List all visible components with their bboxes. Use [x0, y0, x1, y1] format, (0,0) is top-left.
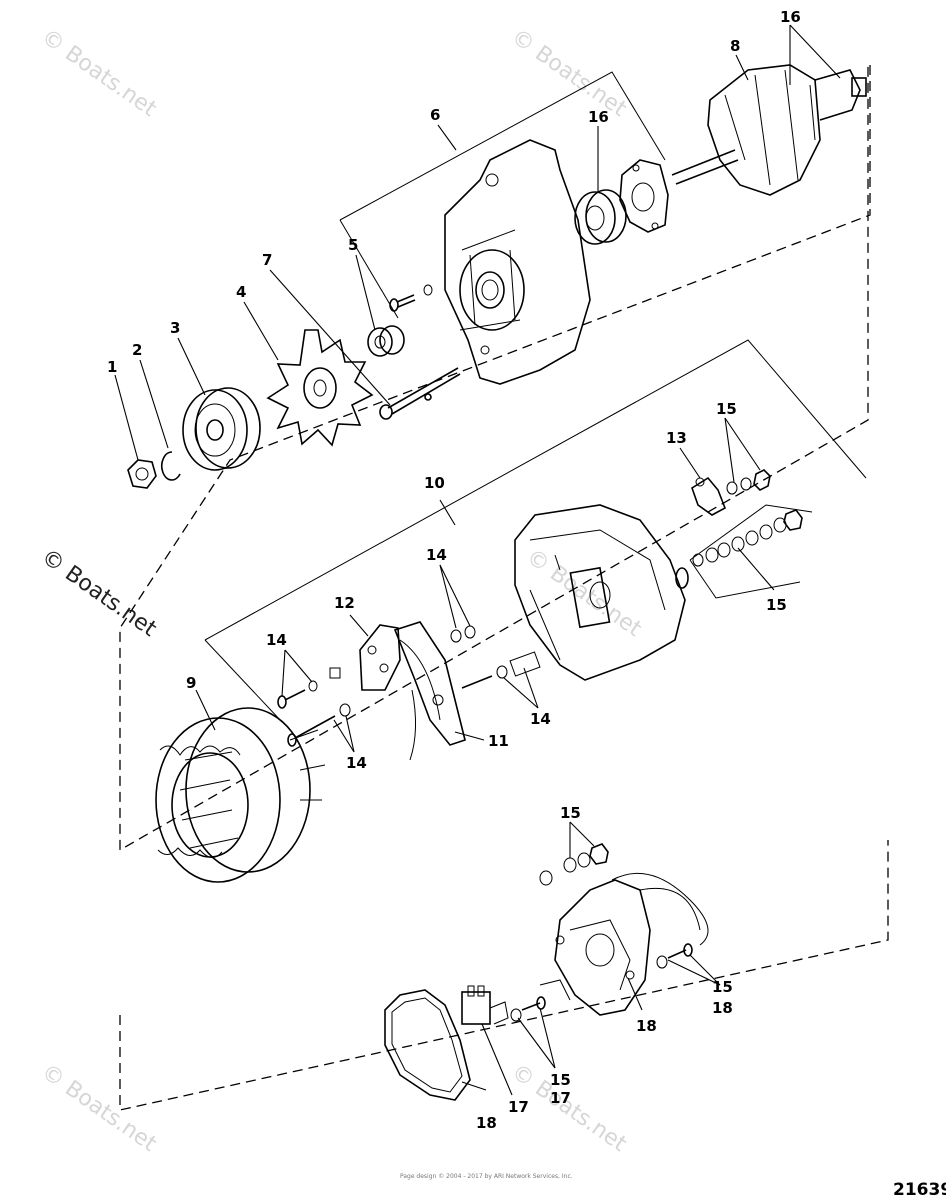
callout-14-c: 14 — [266, 631, 287, 649]
part-bearing — [574, 189, 627, 245]
leader-lines — [114, 24, 841, 1096]
watermark-middle-center: © Boats.net — [522, 544, 647, 642]
part-screw-upper — [389, 284, 433, 312]
part-nut — [127, 459, 157, 489]
callout-3: 3 — [170, 319, 180, 337]
part-drive-end-frame — [444, 139, 591, 385]
figure-number: 21639 — [893, 1180, 946, 1200]
part-brush-holder — [461, 985, 509, 1025]
part-stator — [155, 707, 326, 883]
callout-8: 8 — [730, 37, 740, 55]
footer-copyright: Page design © 2004 - 2017 by ARI Network… — [400, 1173, 573, 1180]
callout-17-a: 17 — [508, 1098, 529, 1116]
callout-15-a: 15 — [716, 400, 737, 418]
callout-7: 7 — [262, 251, 272, 269]
callout-15-e: 15 — [550, 1071, 571, 1089]
part-diode-trio — [393, 621, 466, 761]
part-gasket — [384, 989, 471, 1101]
part-terminal — [691, 476, 727, 516]
part-pulley — [182, 387, 261, 471]
assembly-boundaries — [119, 65, 889, 1111]
part-retainer-plate — [619, 159, 669, 233]
part-rotor — [671, 64, 867, 196]
part-slip-ring-end-frame — [514, 504, 689, 681]
callout-10: 10 — [424, 474, 445, 492]
callout-5: 5 — [348, 236, 358, 254]
watermarks: © Boats.net © Boats.net © Boats.net © Bo… — [37, 24, 647, 1157]
callout-15-b: 15 — [766, 596, 787, 614]
callout-15-c: 15 — [560, 804, 581, 822]
callout-18-c: 18 — [476, 1114, 497, 1132]
callout-17-b: 17 — [550, 1089, 571, 1107]
part-spacer — [367, 325, 405, 357]
callout-9: 9 — [186, 674, 196, 692]
callout-11: 11 — [488, 732, 509, 750]
callout-14-b: 14 — [530, 710, 551, 728]
callout-labels: 1 2 3 4 5 6 7 8 9 10 11 12 13 14 14 14 1… — [107, 8, 801, 1132]
part-fan — [266, 329, 374, 447]
callout-14-d: 14 — [346, 754, 367, 772]
callout-1: 1 — [107, 358, 117, 376]
part-through-bolt — [379, 367, 461, 420]
callout-12: 12 — [334, 594, 355, 612]
part-screws-14 — [277, 625, 541, 747]
watermark-top-left: © Boats.net — [37, 24, 162, 122]
part-end-cover — [554, 872, 709, 1016]
callout-13: 13 — [666, 429, 687, 447]
callout-14-a: 14 — [426, 546, 447, 564]
callout-4: 4 — [236, 283, 246, 301]
callout-18-b: 18 — [636, 1017, 657, 1035]
callout-18-a: 18 — [712, 999, 733, 1017]
callout-6: 6 — [430, 106, 440, 124]
part-washers-15-upper — [692, 469, 803, 567]
part-washers-15-lower — [510, 843, 693, 1022]
part-lock-washer — [161, 451, 181, 481]
callout-15-d: 15 — [712, 978, 733, 996]
watermark-bottom-left: © Boats.net — [37, 1059, 162, 1157]
callout-16-a: 16 — [780, 8, 801, 26]
callout-2: 2 — [132, 341, 142, 359]
callout-16-b: 16 — [588, 108, 609, 126]
part-rectifier-bridge — [359, 624, 401, 691]
